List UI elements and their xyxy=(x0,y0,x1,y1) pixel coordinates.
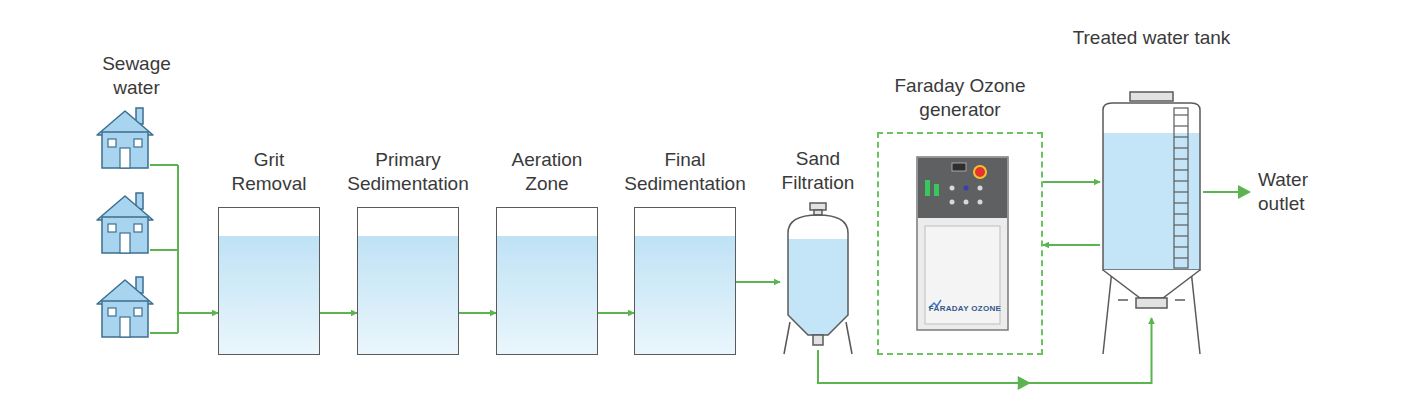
stage-heading: Treated water tank xyxy=(1042,26,1262,50)
process-tank: Grit Removal xyxy=(218,207,320,355)
sewage-pipes xyxy=(150,165,178,333)
logo-text: FARADAY OZONE xyxy=(925,304,1005,313)
stage-heading: Grit Removal xyxy=(219,148,319,196)
flow-arrow xyxy=(818,318,1152,383)
stage-heading: Faraday Ozone generator xyxy=(875,74,1045,122)
storage-tank: Treated water tank xyxy=(1100,88,1203,318)
water-fill xyxy=(635,236,735,354)
filter-vessel: Sand Filtration xyxy=(780,203,856,350)
outlet-label: Water outlet xyxy=(1258,168,1338,216)
tank-outline xyxy=(1100,88,1203,318)
process-tank: Primary Sedimentation xyxy=(357,207,459,355)
flow-arrow xyxy=(736,281,780,283)
generator-frame: Faraday Ozone generator xyxy=(877,132,1043,355)
flow-direction-mark xyxy=(1018,376,1031,390)
stage-heading: Sewage water xyxy=(87,52,187,100)
outlet-arrow xyxy=(1203,185,1251,199)
process-tank: Final Sedimentation xyxy=(634,207,736,355)
flow-arrow xyxy=(1043,244,1100,246)
flow-arrow xyxy=(320,312,357,314)
ozone-generator-unit xyxy=(917,157,1008,330)
stage-heading: Aeration Zone xyxy=(492,148,602,196)
water-fill xyxy=(219,236,319,354)
stage-heading: Primary Sedimentation xyxy=(338,148,478,196)
flow-arrow xyxy=(1043,181,1100,183)
water-fill xyxy=(497,236,597,354)
filter-vessel-outline xyxy=(780,203,856,350)
stage-heading: Final Sedimentation xyxy=(615,148,755,196)
water-fill xyxy=(358,236,458,354)
stage-heading: Sand Filtration xyxy=(763,147,873,195)
house-group: Sewage water xyxy=(95,108,178,340)
flow-arrow xyxy=(598,312,634,314)
flow-arrow xyxy=(459,312,496,314)
process-tank: Aeration Zone xyxy=(496,207,598,355)
house-icons xyxy=(97,108,153,337)
flow-arrow xyxy=(178,312,218,314)
